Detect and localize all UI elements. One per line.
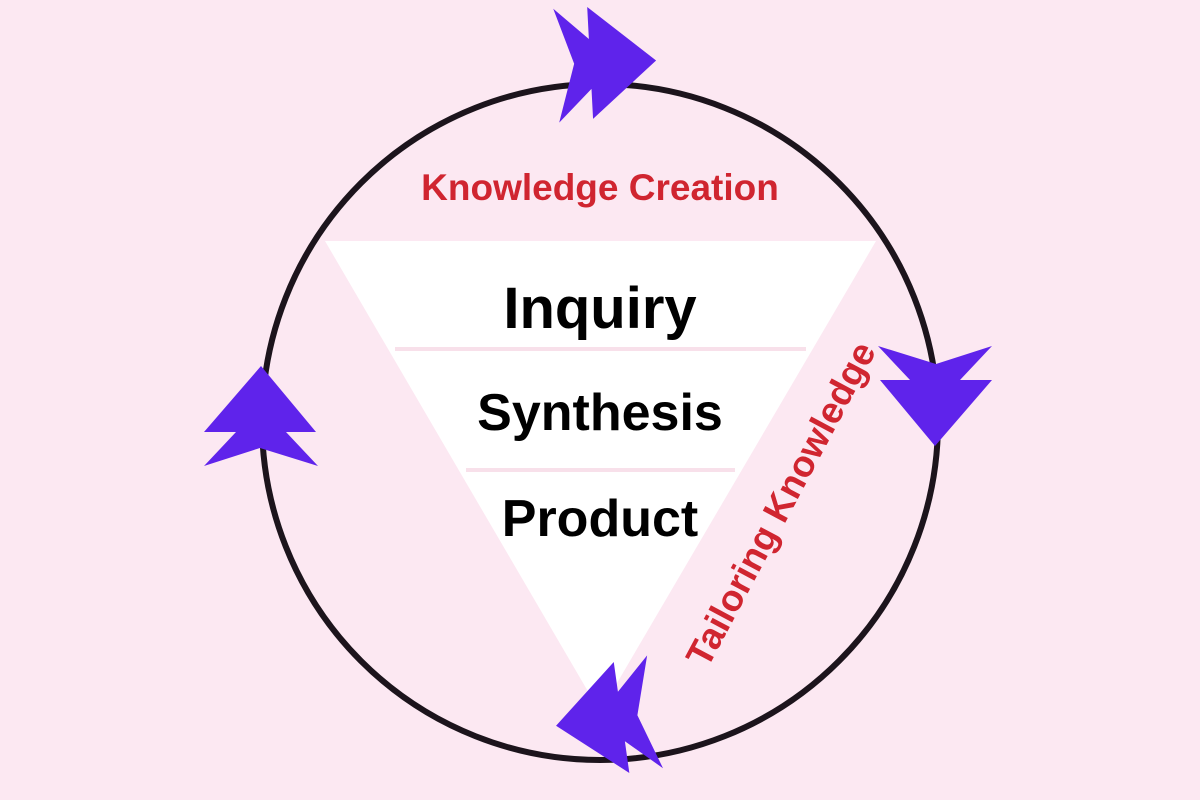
double-arrow-left-icon — [556, 655, 664, 773]
double-arrow-up-icon — [204, 366, 318, 466]
inverted-triangle — [325, 241, 876, 712]
double-arrow-down-icon — [878, 346, 992, 446]
level-synthesis: Synthesis — [477, 384, 723, 442]
double-arrow-right-icon — [553, 7, 657, 123]
level-product: Product — [502, 490, 698, 548]
level-inquiry: Inquiry — [503, 276, 696, 341]
knowledge-creation-label: Knowledge Creation — [421, 167, 779, 208]
